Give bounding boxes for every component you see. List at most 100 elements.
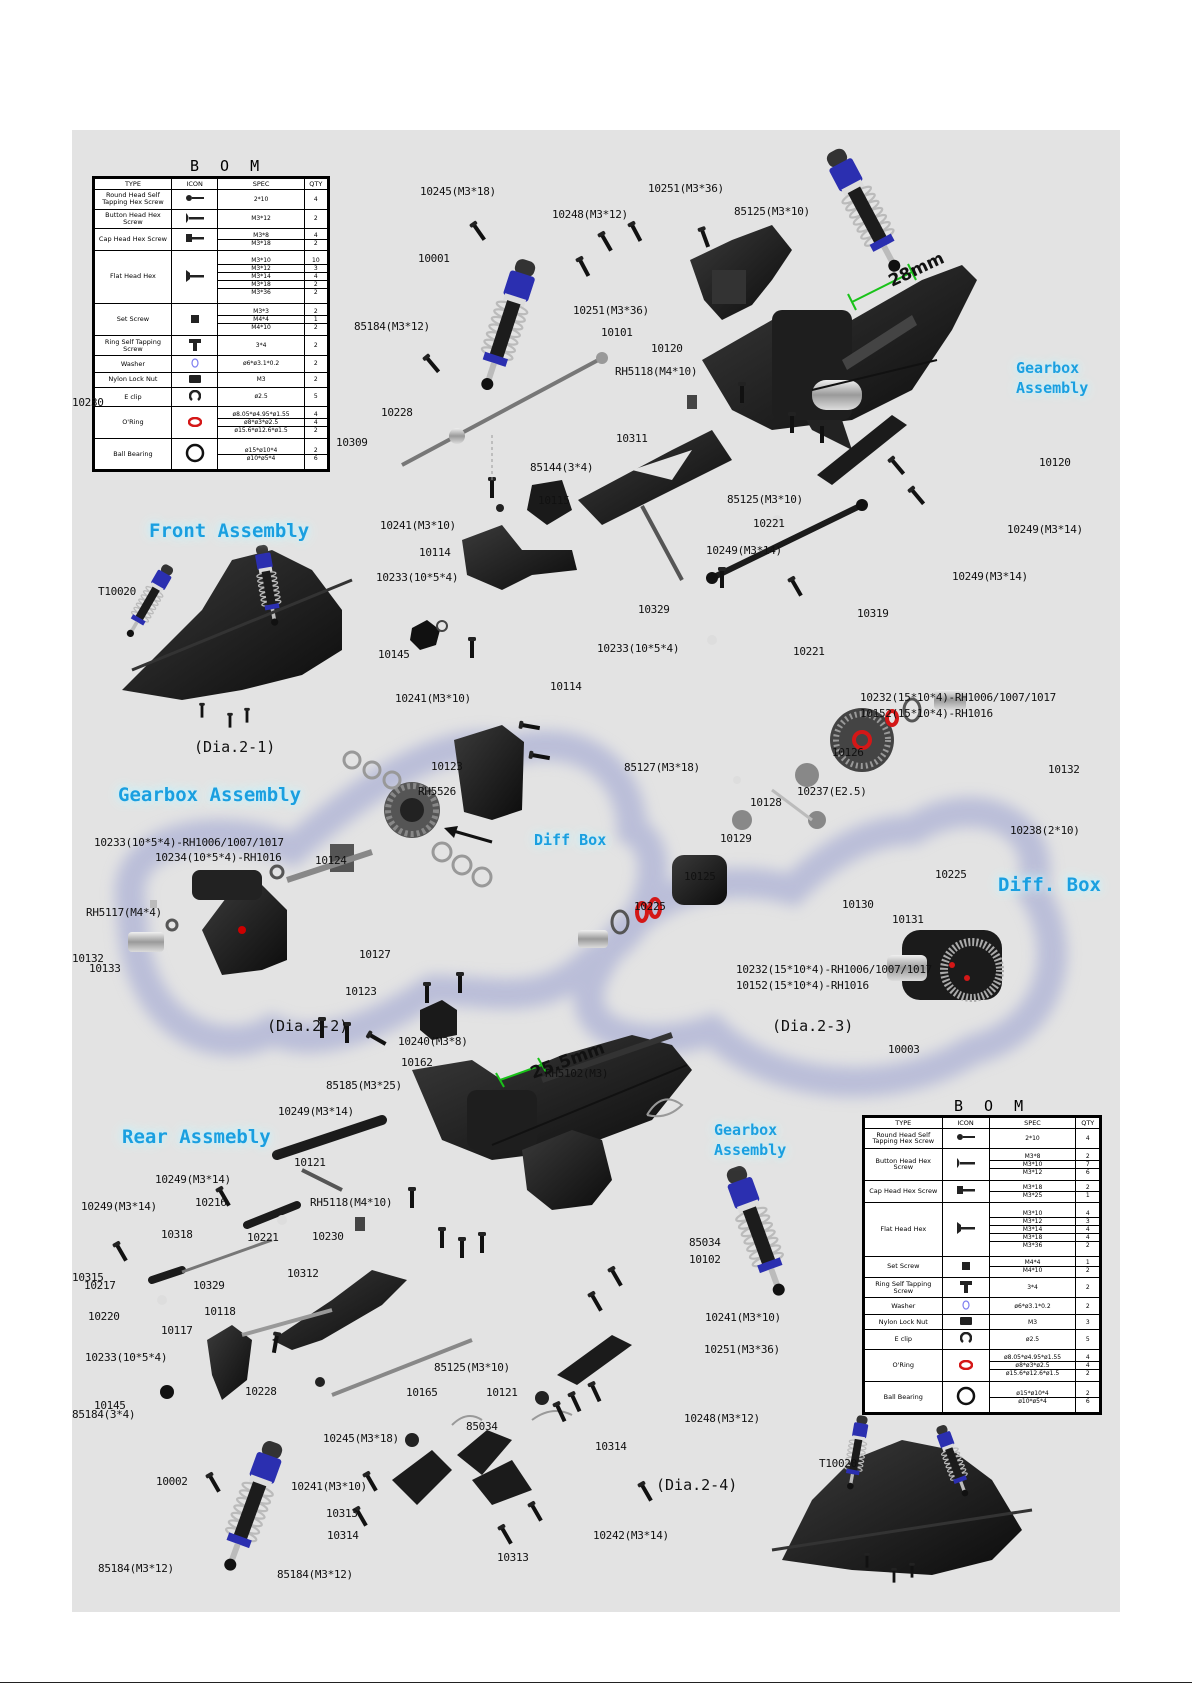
bom-header-cell: TYPE — [864, 1117, 943, 1129]
bom-header-cell: TYPE — [94, 178, 172, 190]
bom-type: Button Head Hex Screw — [94, 208, 172, 230]
part-label: 10249(M3*14) — [952, 570, 1028, 583]
washer-icon — [190, 358, 200, 370]
part-label: 10230 — [72, 396, 104, 409]
bom-qty: 3 — [1085, 1318, 1090, 1326]
part-label: 10221 — [793, 645, 825, 658]
bom-icon-cell — [941, 1348, 990, 1383]
bom-qty: 2 — [304, 238, 327, 247]
bom-spec: ø15*ø10*4 — [1016, 1389, 1049, 1397]
bom-icon-cell — [170, 372, 219, 388]
part-label: 10102 — [689, 1253, 721, 1266]
diagram-caption-2-3: (Dia.2-3) — [772, 1017, 854, 1035]
diff-box-arrow — [444, 826, 493, 844]
round-head-screw-icon — [185, 194, 204, 204]
part-label: 10251(M3*36) — [704, 1343, 780, 1356]
part-label: 10228 — [381, 406, 413, 419]
diff-box-callout: Diff Box — [534, 831, 607, 849]
gearbox-set-screw — [150, 900, 157, 908]
diff-o-rings — [635, 709, 899, 923]
bom-header-cell: ICON — [170, 178, 219, 190]
bom-type: Flat Head Hex — [94, 249, 172, 305]
part-label: 85125(M3*10) — [734, 205, 810, 218]
bom-type: Nylon Lock Nut — [864, 1314, 943, 1330]
front-upper-tower — [690, 225, 792, 320]
bom-header-cell: SPEC — [217, 178, 305, 190]
bom-type: Cap Head Hex Screw — [94, 228, 172, 251]
front-assembly-thumbnail — [119, 542, 353, 728]
bom-type: Nylon Lock Nut — [94, 372, 172, 388]
bom-spec: ø2.5 — [254, 393, 268, 401]
bom-spec: ø6*ø3.1*0.2 — [242, 360, 280, 368]
part-label: 10313 — [497, 1551, 529, 1564]
part-label: T10020 — [819, 1457, 857, 1470]
front-steering-knuckle — [410, 480, 684, 650]
part-label: 10125 — [684, 870, 716, 883]
bom-spec: M3*10 — [251, 257, 271, 265]
bom-icon-cell — [941, 1277, 990, 1299]
part-label: 85184(M3*12) — [277, 1568, 353, 1581]
gearbox-shaft — [286, 849, 373, 883]
part-label: 10241(M3*10) — [380, 519, 456, 532]
bom-header-cell: ICON — [941, 1117, 990, 1129]
front-shock-main — [469, 254, 544, 396]
part-label: 10162 — [401, 1056, 433, 1069]
front-turnbuckle-10319 — [706, 499, 868, 584]
part-label: 10329 — [193, 1279, 225, 1292]
bom-qty: 7 — [1076, 1159, 1099, 1168]
bom-header-cell: QTY — [303, 178, 329, 190]
bom-type: Ring Self Tapping Screw — [94, 335, 172, 356]
bom-spec: M3*14 — [989, 1224, 1076, 1233]
part-label: 10133 — [89, 962, 121, 975]
bom-spec: M4*10 — [218, 323, 304, 331]
bom-icon-cell — [941, 1180, 990, 1203]
part-label: 10152(15*10*4)-RH1016 — [736, 979, 869, 992]
ball-bearing-icon — [185, 443, 205, 465]
bom-qty: 2 — [1085, 1183, 1090, 1191]
part-label: 10115 — [538, 494, 570, 507]
bom-spec: M3*36 — [218, 288, 304, 296]
bom-icon-cell — [170, 406, 219, 440]
set-screw-icon — [961, 1261, 970, 1272]
bom-spec: M3 — [256, 376, 266, 384]
part-label: 10217 — [84, 1279, 116, 1292]
bom-spec: M3*8 — [253, 231, 269, 239]
bom-spec: M3*18 — [218, 280, 304, 288]
part-label: 10130 — [842, 898, 874, 911]
bom-icon-cell — [941, 1128, 990, 1149]
bom-top-title: B O M — [190, 157, 266, 175]
bom-spec: M3*3 — [253, 308, 269, 316]
bom-icon-cell — [941, 1147, 990, 1182]
part-label: 10114 — [419, 546, 451, 559]
part-label: 10225 — [634, 900, 666, 913]
bom-type: Set Screw — [864, 1255, 943, 1279]
part-label: 10251(M3*36) — [648, 182, 724, 195]
part-label: 10309 — [336, 436, 368, 449]
bom-spec: M4*4 — [1024, 1259, 1041, 1267]
part-label: 85125(M3*10) — [727, 493, 803, 506]
diff-spider-gears — [732, 763, 826, 830]
bom-type: E clip — [94, 386, 172, 408]
part-label: RH5526 — [418, 785, 456, 798]
part-label: 10232(15*10*4)-RH1006/1007/1017 — [860, 691, 1056, 704]
part-label: 10117 — [161, 1324, 193, 1337]
bom-qty: 2 — [304, 288, 327, 296]
part-label: 85184(3*4) — [72, 1408, 136, 1421]
part-label: 10120 — [651, 342, 683, 355]
part-label: 10126 — [832, 746, 864, 759]
part-label: 10233(10*5*4) — [597, 642, 680, 655]
bom-icon-cell — [170, 249, 219, 305]
bom-icon-cell — [941, 1381, 990, 1413]
o-ring-icon — [958, 1359, 973, 1372]
part-label: 10249(M3*14) — [706, 544, 782, 557]
part-label: 10233(10*5*4) — [376, 571, 459, 584]
bom-icon-cell — [170, 189, 219, 210]
bom-icon-cell — [170, 303, 219, 337]
bom-spec: M3*12 — [251, 215, 271, 223]
flat-head-screw-icon — [185, 269, 204, 284]
